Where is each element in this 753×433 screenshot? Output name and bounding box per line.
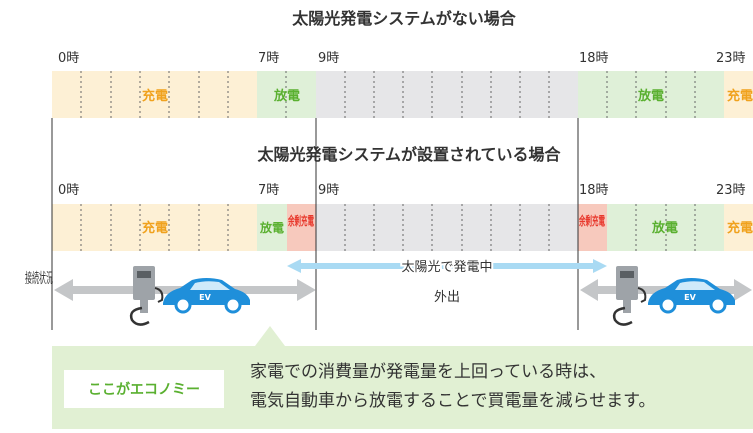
connection-status-label: 接続状況 (25, 270, 53, 287)
hour-label-7: 7時 (258, 51, 279, 66)
timeline-reference-lines (51, 118, 579, 330)
hour-label-23: 23時 (716, 183, 746, 198)
ev-charger-icon (612, 266, 647, 326)
surplus-label-text: 余剰充電 (287, 213, 314, 228)
segment-discharge-4 (607, 204, 724, 251)
ev-badge-text: EV (684, 293, 696, 302)
segment-label-discharge: 放電 (259, 220, 284, 235)
segment-charge-2 (724, 71, 753, 118)
callout-tag: ここがエコノミー (88, 381, 200, 398)
segment-charge-3 (52, 204, 257, 251)
callout-tag-box (64, 370, 224, 408)
ev-charger-icon (129, 266, 164, 326)
hour-label-0: 0時 (58, 51, 79, 66)
hour-label-18: 18時 (579, 51, 609, 66)
economy-callout: ここがエコノミー (52, 326, 753, 429)
callout-box (52, 326, 753, 429)
timeline-with-solar: 0時 7時 9時 18時 23時 充電 放電 余剰充電 余剰充電 放電 充電 (52, 183, 753, 251)
hour-label-9: 9時 (318, 183, 339, 198)
segment-label-discharge: 放電 (273, 88, 300, 104)
hour-label-18: 18時 (579, 183, 609, 198)
segment-label-charge: 充電 (142, 88, 168, 104)
segment-label-surplus: 余剰充電 (287, 213, 314, 228)
segment-label-discharge-evening: 放電 (637, 88, 664, 104)
segment-discharge-3 (257, 204, 287, 251)
timeline-without-solar: 0時 7時 9時 18時 23時 充電 放電 放電 充電 (52, 51, 753, 118)
hour-label-7: 7時 (258, 183, 279, 198)
segment-surplus-1 (287, 204, 316, 251)
hour-label-23: 23時 (716, 51, 746, 66)
callout-line-2: 電気自動車から放電することで買電量を減らせます。 (250, 391, 656, 411)
electric-car-icon: EV (163, 278, 250, 314)
segment-discharge-1 (257, 71, 316, 118)
segment-away-2 (316, 204, 578, 251)
segment-charge-1 (52, 71, 257, 118)
segment-surplus-2 (578, 204, 607, 251)
away-label: 外出 (434, 290, 460, 305)
segment-label-charge-night: 充電 (727, 220, 753, 236)
segment-charge-4 (724, 204, 753, 251)
connection-status-label-text: 接続状況 (25, 270, 53, 287)
hour-label-0: 0時 (58, 183, 79, 198)
generating-arrow (287, 259, 607, 273)
hour-label-9: 9時 (318, 51, 339, 66)
surplus-label-text: 余剰充電 (578, 213, 605, 228)
scenario-with-solar-title: 太陽光発電システムが設置されている場合 (256, 145, 561, 164)
generating-label: 太陽光で発電中 (401, 260, 492, 275)
ev-badge-text: EV (199, 293, 211, 302)
electric-car-icon: EV (648, 278, 735, 314)
callout-line-1: 家電での消費量が発電量を上回っている時は、 (250, 362, 607, 382)
segment-away-1 (316, 71, 578, 118)
segment-label-discharge-evening: 放電 (651, 220, 678, 236)
segment-label-surplus-evening: 余剰充電 (578, 213, 605, 228)
callout-message: 家電での消費量が発電量を上回っている時は、 電気自動車から放電することで買電量を… (250, 358, 750, 416)
segment-label-charge-night: 充電 (727, 88, 753, 104)
segment-label-charge: 充電 (142, 220, 168, 236)
segment-discharge-2 (578, 71, 724, 118)
scenario-without-solar-title: 太陽光発電システムがない場合 (291, 9, 517, 28)
